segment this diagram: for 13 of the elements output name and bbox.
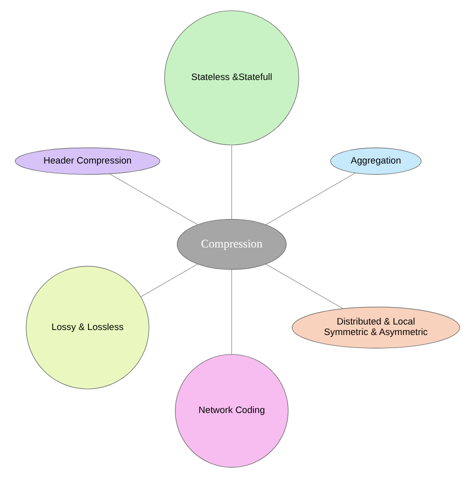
connector [108, 173, 198, 225]
node-circle: Network Coding [174, 354, 288, 468]
node-ellipse: Compression [176, 218, 286, 270]
connector [265, 264, 343, 309]
node-circle: Lossy & Lossless [25, 266, 149, 390]
node-ellipse: Distributed & Local Symmetric & Asymmetric [291, 306, 460, 348]
node-ellipse: Header Compression [14, 148, 160, 175]
node-ellipse: Aggregation [330, 148, 421, 175]
node-circle: Stateless &Statefull [164, 10, 299, 146]
connector [140, 264, 198, 298]
connector [265, 172, 356, 225]
connector [230, 145, 232, 220]
connector [230, 269, 232, 355]
